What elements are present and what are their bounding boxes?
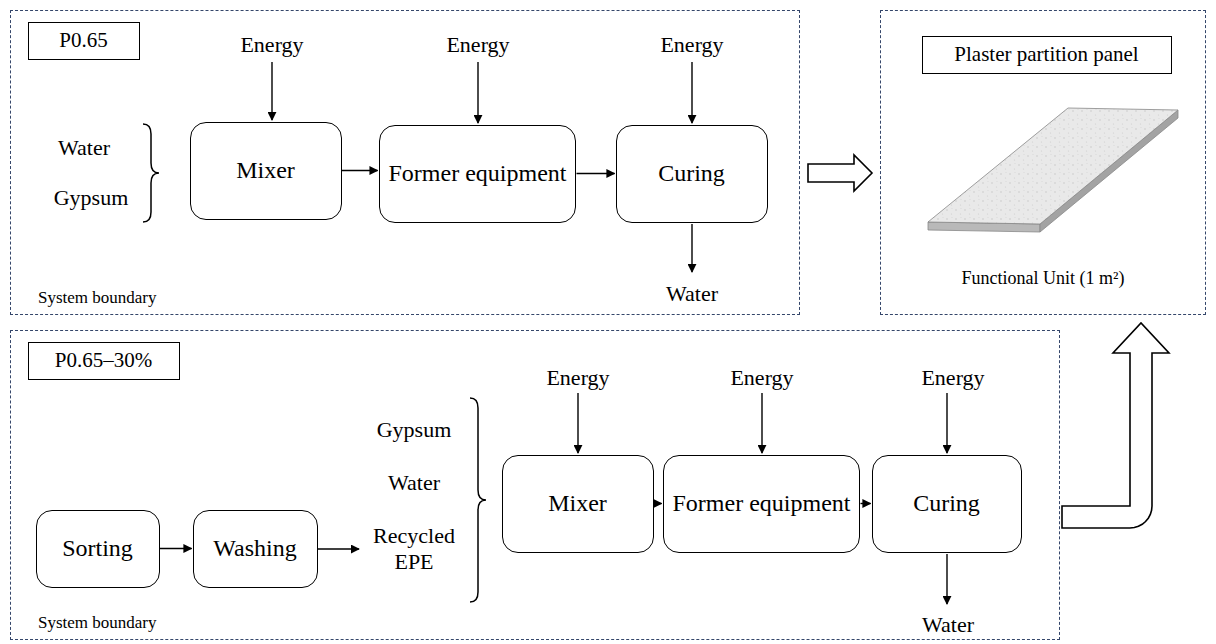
flow-arrow [860,503,870,504]
node-text: Curing [658,160,725,188]
flow-arrow [576,173,614,174]
node-text: System boundary [38,288,157,308]
energy-arrow [272,62,947,453]
panel-illustration [928,108,1178,232]
node-text: P0.65 [59,28,107,53]
node-text: P0.65–30% [55,348,152,373]
scenario-tag: P0.65–30% [28,342,180,380]
scenario-tag: P0.65 [28,22,140,60]
system-boundary: System boundary P0.65–30% Sorting Washing Mi… [10,330,1060,640]
node-text: Washing [213,535,296,563]
flow-label: Energy [730,365,793,391]
flow-arrow [342,170,378,171]
node-text: System boundary [38,613,157,633]
flow-label: Energy [921,365,984,391]
process-box: Sorting [36,510,160,588]
process-box: Curing [872,455,1022,553]
process-box: Mixer [502,455,654,553]
process-box: Washing [193,510,318,588]
node-text: Former equipment [389,160,567,188]
flow-label: Water [58,135,110,161]
flow-label: Energy [660,32,723,58]
flow-label: Recycled EPE [354,523,474,576]
block-arrow [1062,323,1169,528]
node-text: Plaster partition panel [954,42,1138,67]
product-boundary: Functional Unit (1 m²) Plaster partition … [880,10,1206,315]
flow-label: Water [922,612,974,638]
flow-arrow [160,548,192,549]
flow-label: Gypsum [54,185,129,211]
flow-arrow [654,503,662,504]
flow-label: Water [666,281,718,307]
node-text: Mixer [236,157,295,185]
node-text: Functional Unit (1 m²) [962,268,1125,289]
node-text: Mixer [548,490,607,518]
node-text: Former equipment [673,490,851,518]
node-text: Curing [913,490,980,518]
flow-label: Water [388,470,440,496]
flow-label: Energy [240,32,303,58]
process-box: Former equipment [379,125,577,223]
block-arrow [808,155,872,191]
process-box: Mixer [190,122,342,220]
process-box: Curing [616,125,768,223]
process-box: Former equipment [663,455,861,553]
output-arrow [318,224,947,604]
node-text: Sorting [62,535,133,563]
flow-label: Energy [446,32,509,58]
product-tag: Plaster partition panel [922,36,1172,74]
flow-label: Gypsum [377,417,452,443]
flow-label: Energy [546,365,609,391]
